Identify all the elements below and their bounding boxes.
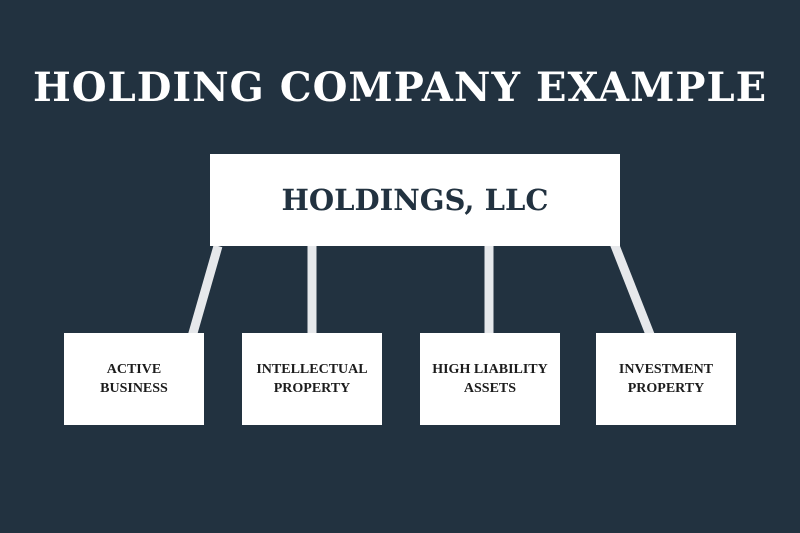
child-node-label: ACTIVE BUSINESS [100,362,168,396]
diagram-title: HOLDING COMPANY EXAMPLE [32,64,768,111]
child-node-investment-property: INVESTMENT PROPERTY [596,333,736,425]
child-node-high-liability-assets: HIGH LIABILITY ASSETS [420,333,560,425]
parent-node-holdings: HOLDINGS, LLC [210,154,620,246]
child-node-label: HIGH LIABILITY ASSETS [432,362,548,396]
child-node-label: INVESTMENT PROPERTY [618,362,714,396]
parent-node-label: HOLDINGS, LLC [281,183,549,217]
child-node-active-business: ACTIVE BUSINESS [64,333,204,425]
child-node-label: INTELLECTUAL PROPERTY [256,362,368,396]
connector-investment-property [607,236,656,339]
connector-active-business [184,244,223,349]
child-node-intellectual-property: INTELLECTUAL PROPERTY [242,333,382,425]
